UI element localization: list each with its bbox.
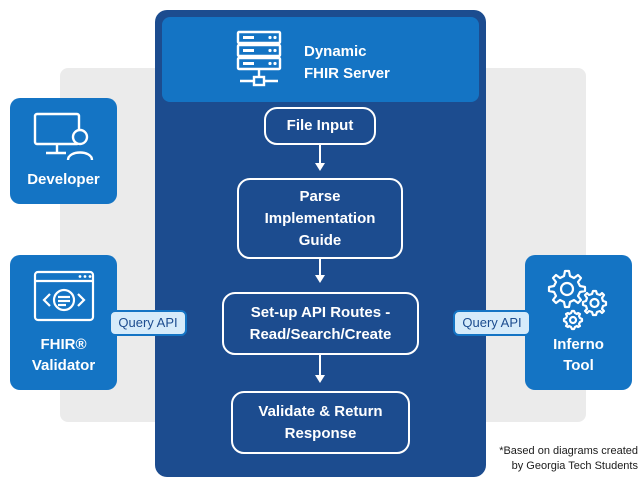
step-file-input: File Input xyxy=(264,107,376,145)
dynamic-fhir-server-panel: Dynamic FHIR Server File Input Parse Imp… xyxy=(155,10,486,477)
arrow-head-2 xyxy=(315,275,325,283)
arrow-shaft-3 xyxy=(319,355,321,377)
server-header: Dynamic FHIR Server xyxy=(162,17,479,102)
step-validate-return-response: Validate & Return Response xyxy=(231,391,410,454)
inferno-tool-box: Inferno Tool xyxy=(525,255,632,390)
developer-label: Developer xyxy=(27,171,100,188)
code-window-icon xyxy=(33,270,95,322)
footnote: *Based on diagrams created by Georgia Te… xyxy=(499,445,638,472)
fhir-validator-label: FHIR® Validator xyxy=(31,336,96,374)
inferno-tool-label: Inferno Tool xyxy=(553,336,604,374)
step-parse-implementation-guide: Parse Implementation Guide xyxy=(237,178,403,259)
arrow-head-1 xyxy=(315,163,325,171)
gears-icon xyxy=(547,269,608,331)
monitor-person-icon xyxy=(33,112,94,161)
fhir-validator-box: FHIR® Validator xyxy=(10,255,117,390)
arrow-head-3 xyxy=(315,375,325,383)
server-title: Dynamic FHIR Server xyxy=(304,43,390,82)
developer-box: Developer xyxy=(10,98,117,204)
arrow-shaft-2 xyxy=(319,259,321,277)
query-api-right-pill: Query API xyxy=(453,310,531,336)
step-setup-api-routes: Set-up API Routes - Read/Search/Create xyxy=(222,292,419,355)
query-api-left-pill: Query API xyxy=(109,310,187,336)
server-rack-icon xyxy=(236,30,282,87)
arrow-shaft-1 xyxy=(319,145,321,165)
